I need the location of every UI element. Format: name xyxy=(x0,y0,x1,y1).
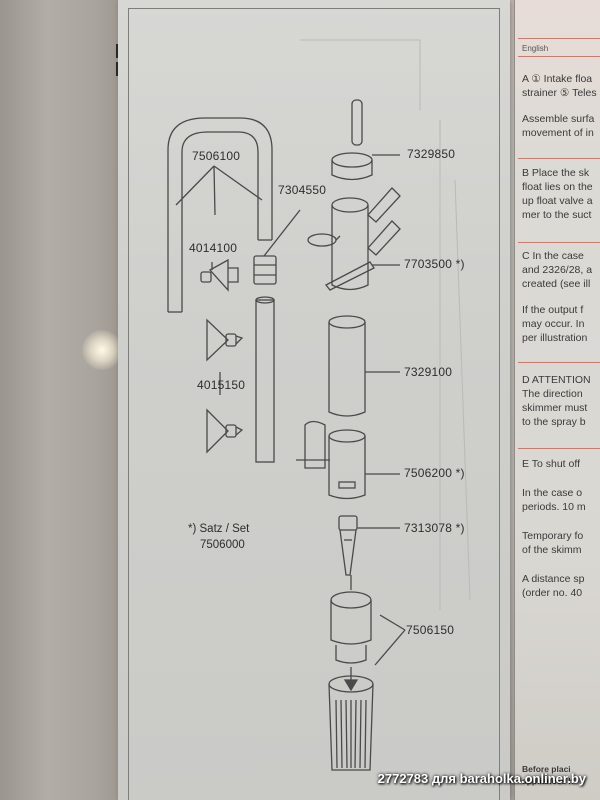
suction-cup-top xyxy=(200,258,239,292)
facing-line: C In the case xyxy=(522,250,584,262)
header-rule xyxy=(518,56,600,57)
header-rule xyxy=(518,38,600,39)
skimmer-tube xyxy=(328,315,366,417)
light-reflection xyxy=(82,330,122,370)
facing-line: float lies on the xyxy=(522,181,593,193)
facing-line: Before placi xyxy=(522,764,571,774)
strainer-basket xyxy=(328,675,374,771)
page-frame xyxy=(128,8,500,800)
part-number-float-valve: 7506200 *) xyxy=(404,466,465,480)
set-note-title: *) Satz / Set xyxy=(188,523,250,535)
suction-cup-bottom xyxy=(206,408,244,454)
facing-line: of the skimm xyxy=(522,544,582,556)
straight-tube xyxy=(255,299,275,463)
part-number-strainer: 7506150 xyxy=(406,623,455,637)
facing-line: Assemble surfa xyxy=(522,113,595,125)
facing-line: up float valve a xyxy=(522,195,593,207)
bent-tube-inner xyxy=(181,131,259,312)
facing-page xyxy=(514,0,600,800)
facing-line: skimmer must xyxy=(522,402,588,414)
facing-line: A ① Intake floa xyxy=(522,73,593,85)
facing-line: E To shut off xyxy=(522,458,580,470)
sleeve xyxy=(338,515,358,576)
section-rule xyxy=(518,362,600,363)
facing-line: In the case o xyxy=(522,487,583,499)
facing-language: English xyxy=(522,44,549,53)
facing-line: appliances h xyxy=(522,776,574,786)
facing-line: movement of in xyxy=(522,127,594,139)
part-number-connector: 7304550 xyxy=(278,183,327,197)
facing-line: mer to the suct xyxy=(522,209,592,221)
facing-line: D ATTENTION xyxy=(522,374,591,386)
skimmer-head xyxy=(307,187,401,291)
part-number-clip: 7329850 xyxy=(407,147,456,161)
section-rule xyxy=(518,158,600,159)
facing-line: The direction xyxy=(522,388,583,400)
strainer-top xyxy=(330,591,372,664)
facing-line: Temporary fo xyxy=(522,530,584,542)
part-number-suction-cup-b: 4015150 xyxy=(197,378,246,392)
facing-line: and 2326/28, a xyxy=(522,264,593,276)
watermark: 2772783 для baraholka.onliner.by xyxy=(377,771,586,786)
facing-line: created (see ill xyxy=(522,278,591,290)
facing-line: (order no. 40 xyxy=(522,587,583,599)
facing-line: strainer ⑤ Teles xyxy=(522,87,597,99)
set-note-number: 7506000 xyxy=(200,539,245,551)
section-rule xyxy=(518,448,600,449)
connector xyxy=(253,255,277,285)
bent-tube xyxy=(167,117,273,312)
facing-line: to the spray b xyxy=(522,416,586,428)
part-number-skimmer-head: 7703500 *) xyxy=(404,257,465,271)
part-number-suction-cup-a: 4014100 xyxy=(189,241,238,255)
suction-cup-middle xyxy=(206,318,244,362)
section-rule xyxy=(518,242,600,243)
facing-line: per illustration xyxy=(522,332,588,344)
facing-line: A distance sp xyxy=(522,573,585,585)
part-number-tube: 7329100 xyxy=(404,365,453,379)
manual-page xyxy=(118,0,510,800)
part-number-sleeve: 7313078 *) xyxy=(404,521,465,535)
float-valve xyxy=(296,420,366,500)
facing-line: periods. 10 m xyxy=(522,501,586,513)
facing-line: If the output f xyxy=(522,304,584,316)
part-number-bent-tube: 7506100 xyxy=(192,149,241,163)
facing-line: B Place the sk xyxy=(522,167,590,179)
clip xyxy=(331,99,373,181)
facing-line: may occur. In xyxy=(522,318,585,330)
